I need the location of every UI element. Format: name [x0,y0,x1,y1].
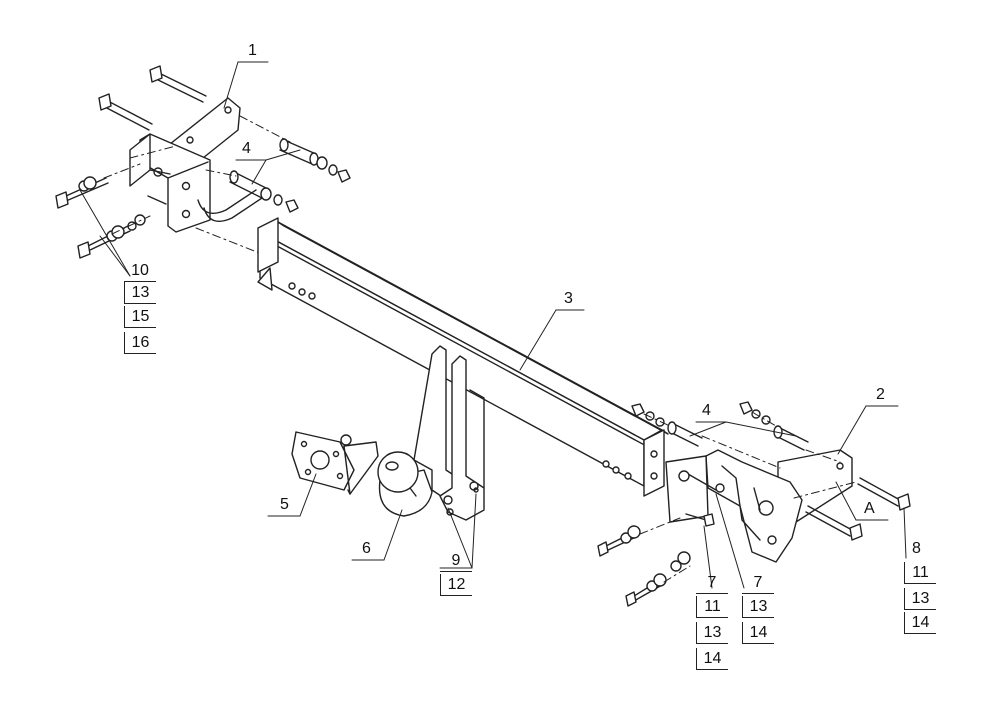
stack-center-item: 12 [440,574,472,596]
stack-left-item: 10 [124,260,156,282]
stack-right-a-item: 11 [696,596,728,618]
callout-4-right: 4 [702,402,711,419]
right-bolts [597,470,911,607]
callout-3: 3 [564,290,573,307]
stack-left-item: 13 [124,282,156,304]
stack-left-item: 16 [124,332,156,354]
callout-2: 2 [876,386,885,403]
callout-6: 6 [362,540,371,557]
stack-right-c-item: 11 [904,562,936,584]
stack-right-a-item: 14 [696,648,728,670]
cross-beam-part-3 [257,217,669,497]
left-bracket-part-1 [129,97,263,233]
callout-8: 8 [912,540,921,557]
stack-right-b-item: 13 [742,596,774,618]
callout-A: A [864,500,875,517]
stack-right-a-item: 7 [696,572,728,594]
stack-center-item: 9 [440,550,472,572]
stack-right-b-item: 7 [742,572,774,594]
tow-ball-part-6 [377,451,433,517]
socket-plate-part-5 [291,431,379,495]
callout-5: 5 [280,496,289,513]
right-bracket-part-2 [665,449,853,563]
stack-right-a-item: 13 [696,622,728,644]
leader-lines [79,61,907,589]
left-long-bolts [55,65,207,259]
callout-1: 1 [248,42,257,59]
left-spacers-part-4 [229,138,351,213]
stack-right-b-item: 14 [742,622,774,644]
right-alignment-lines [639,411,857,583]
callout-4-left: 4 [242,140,251,157]
left-alignment-lines [103,115,291,255]
stack-right-c-item: 13 [904,588,936,610]
stack-left-item: 15 [124,306,156,328]
stack-right-c-item: 14 [904,612,936,634]
ball-neck-plate [413,345,485,521]
